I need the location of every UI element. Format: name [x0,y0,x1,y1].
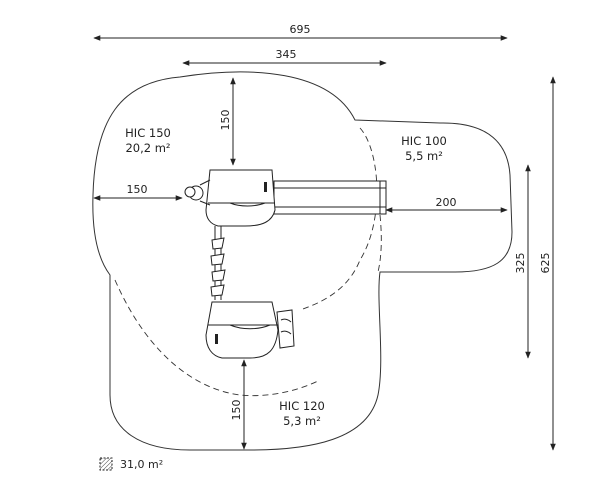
safety-area-outline [92,71,513,451]
legend-total-area-text: 31,0 m² [120,458,163,471]
dim-label-overall-width: 695 [290,23,311,36]
dim-label-slide-clearance: 200 [436,196,457,209]
zone-separator-lower [114,279,321,397]
upper-tower [205,169,276,227]
zone-main-area: 20,2 m² [125,141,170,155]
zone-separator-slide [377,214,382,273]
zone-separator-main [299,127,378,311]
climbing-connector [210,226,226,300]
dim-label-right-height: 325 [514,253,527,274]
slide-element [273,180,387,215]
dim-label-overall-height: 625 [539,253,552,274]
dim-label-bottom-clearance: 150 [230,400,243,421]
dim-label-inner-width: 345 [276,48,297,61]
dim-label-left-clearance: 150 [127,183,148,196]
zone-slide-area: 5,5 m² [405,149,443,163]
wheel-element [184,179,211,206]
zone-bottom-area: 5,3 m² [283,414,321,428]
zone-slide-name: HIC 100 [401,134,447,148]
zone-main-name: HIC 150 [125,126,171,140]
zone-bottom-name: HIC 120 [279,399,325,413]
lower-tower [205,301,279,359]
dim-label-top-clearance: 150 [219,110,232,131]
legend-total-area: 31,0 m² [99,457,163,471]
lower-steps [276,309,295,349]
hatch-swatch-icon [99,457,113,471]
